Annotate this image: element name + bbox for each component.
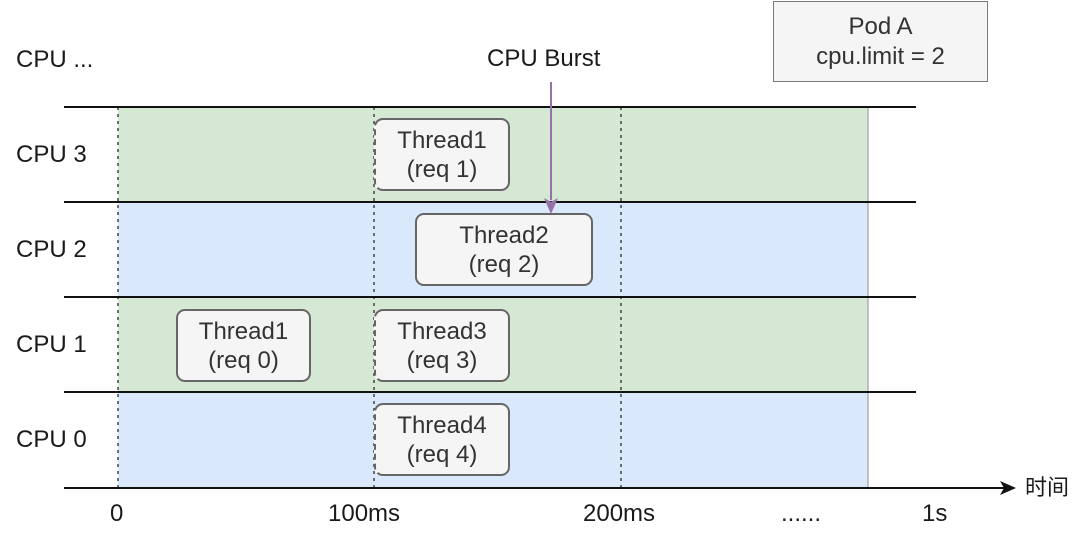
- pod-name: Pod A: [848, 12, 913, 40]
- tick-label-0: 0: [110, 500, 124, 527]
- thread-req: (req 2): [468, 250, 540, 278]
- thread-req: (req 0): [208, 346, 279, 374]
- pod-limit-box: Pod A cpu.limit = 2: [773, 1, 988, 82]
- thread-req: (req 1): [406, 155, 478, 183]
- time-axis-arrowhead: [1000, 481, 1016, 495]
- thread-name: Thread1: [397, 126, 487, 154]
- row-label-cpu-more: CPU ...: [16, 46, 94, 73]
- burst-arrowhead: [544, 198, 558, 214]
- time-axis-label: 时间: [1025, 475, 1070, 500]
- row-label-cpu0: CPU 0: [16, 426, 87, 453]
- thread-name: Thread4: [397, 411, 487, 439]
- thread-box-req3: Thread3 (req 3): [374, 309, 510, 382]
- tick-label-ellipsis: ......: [781, 500, 822, 527]
- cpu-burst-label: CPU Burst: [487, 45, 601, 72]
- thread-name: Thread3: [397, 317, 487, 345]
- tick-label-200ms: 200ms: [583, 500, 656, 527]
- thread-req: (req 4): [406, 440, 478, 468]
- row-label-cpu3: CPU 3: [16, 141, 87, 168]
- thread-box-req0: Thread1 (req 0): [176, 309, 311, 382]
- row-label-cpu1: CPU 1: [16, 331, 87, 358]
- thread-name: Thread2: [459, 221, 549, 249]
- thread-box-req1: Thread1 (req 1): [374, 118, 510, 191]
- row-label-cpu2: CPU 2: [16, 236, 87, 263]
- thread-box-req2: Thread2 (req 2): [415, 213, 593, 286]
- pod-cpu-limit: cpu.limit = 2: [816, 42, 945, 70]
- tick-label-1s: 1s: [922, 500, 948, 527]
- thread-req: (req 3): [406, 346, 478, 374]
- thread-box-req4: Thread4 (req 4): [374, 403, 510, 476]
- thread-name: Thread1: [198, 317, 289, 345]
- tick-label-100ms: 100ms: [328, 500, 401, 527]
